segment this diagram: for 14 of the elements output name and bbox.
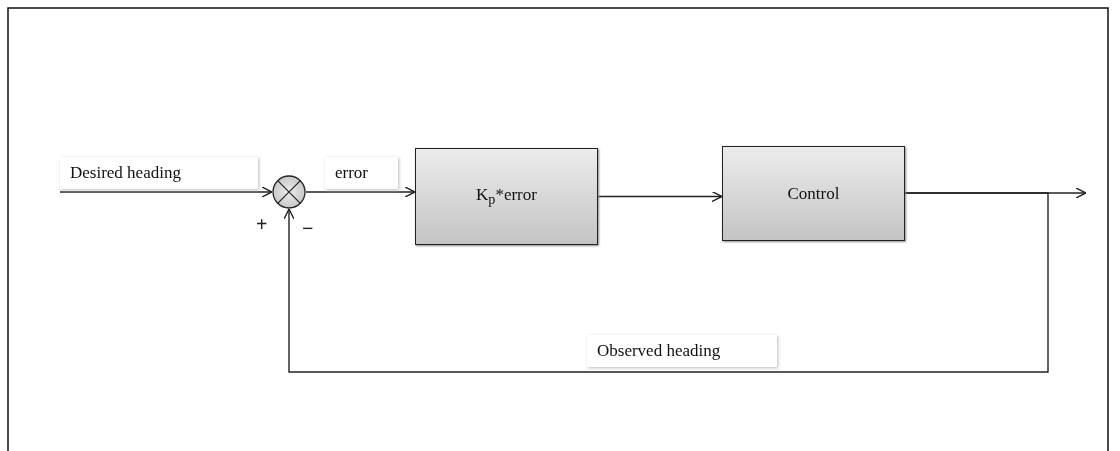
summing-junction [272, 175, 306, 209]
process-block [415, 148, 598, 245]
arrow [59, 186, 273, 198]
arrow [305, 186, 416, 198]
edge-label: Desired heading [60, 157, 258, 189]
arrow [283, 192, 1049, 373]
block-label: Control [787, 183, 840, 204]
edge-label: error [325, 157, 398, 189]
minus-sign: − [302, 218, 314, 238]
process-block [722, 146, 905, 241]
plus-sign: + [256, 214, 268, 234]
block-label: K$_{p}$*error [476, 184, 537, 209]
arrow [597, 190, 723, 203]
edge-label: Observed heading [587, 335, 777, 367]
